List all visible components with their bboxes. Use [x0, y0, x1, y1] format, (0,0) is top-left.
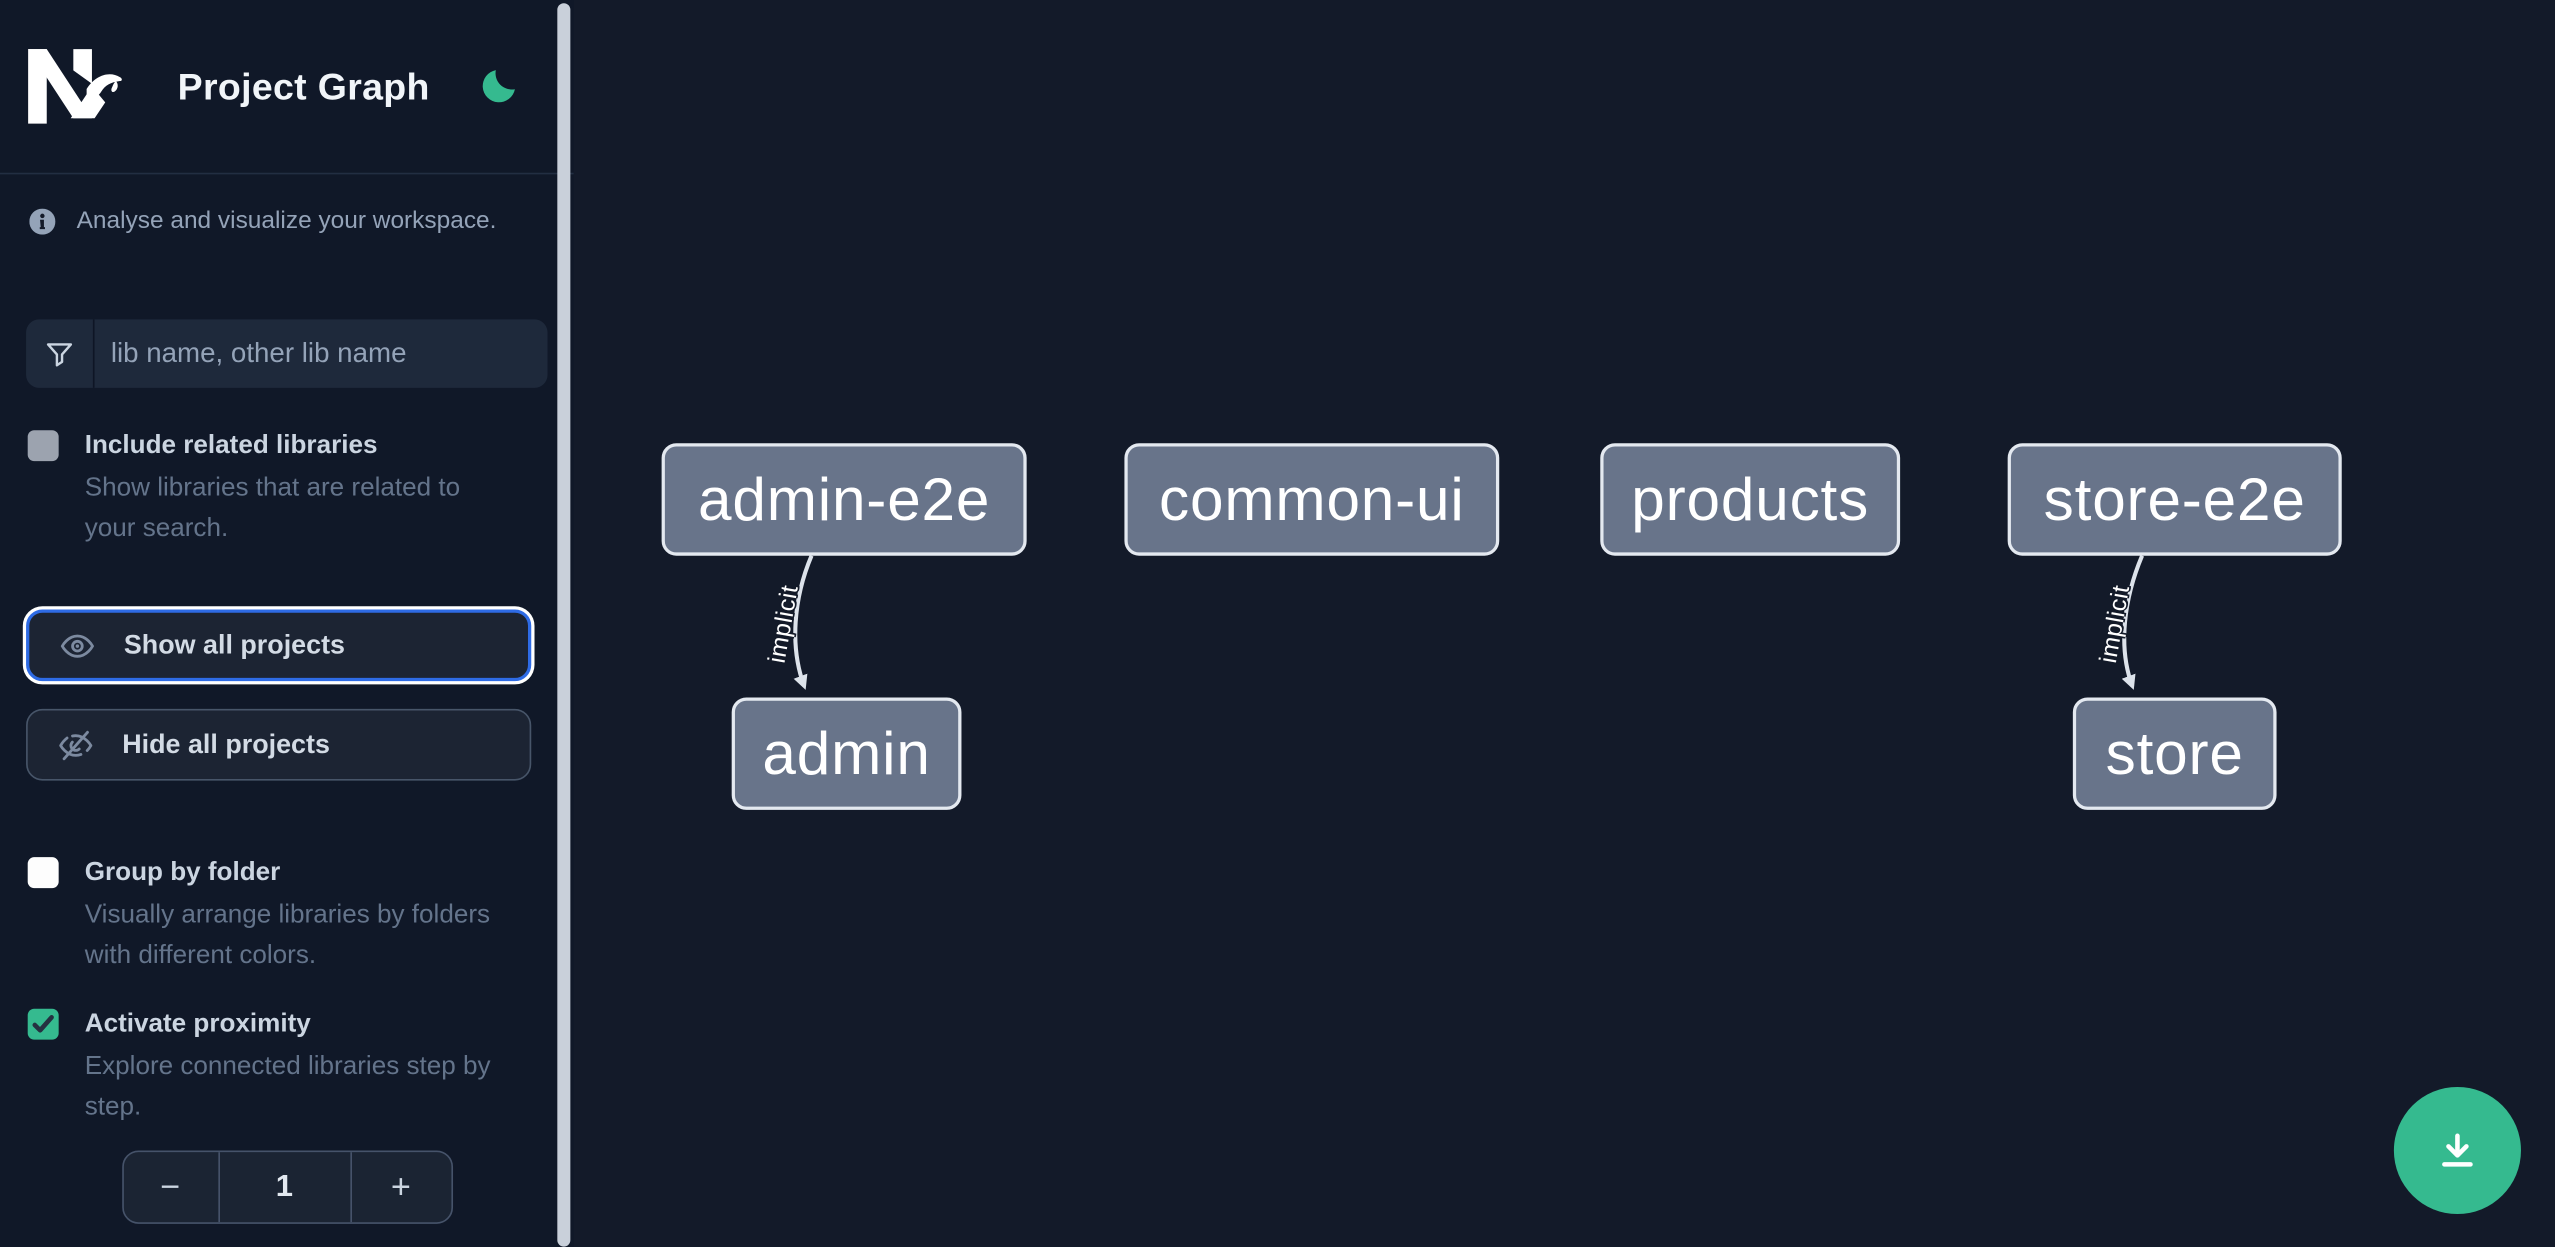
- theme-toggle-button[interactable]: [474, 62, 523, 111]
- proximity-stepper: − 1 +: [121, 1150, 453, 1224]
- stepper-value: 1: [217, 1152, 352, 1223]
- sidebar-scrollbar-thumb[interactable]: [557, 3, 571, 1247]
- group-by-folder-description: Visually arrange libraries by folders wi…: [84, 901, 491, 969]
- hide-all-projects-label: Hide all projects: [122, 729, 330, 759]
- option-include-related-libraries: Include related libraries Show libraries…: [27, 429, 548, 550]
- include-related-checkbox[interactable]: [27, 430, 59, 462]
- sidebar: Project Graph Analyse and visualize your…: [0, 0, 574, 1247]
- include-related-label: Include related libraries: [84, 431, 378, 460]
- info-icon: [29, 207, 56, 234]
- include-related-description: Show libraries that are related to your …: [84, 474, 461, 542]
- graph-node-common-ui[interactable]: common-ui: [1124, 443, 1500, 556]
- graph-canvas[interactable]: admin-e2e common-ui products store-e2e admin…: [573, 0, 2555, 1247]
- graph-node-store-e2e[interactable]: store-e2e: [2007, 443, 2342, 556]
- graph-node-admin[interactable]: admin: [731, 697, 962, 810]
- page-title: Project Graph: [177, 64, 430, 107]
- graph-node-store[interactable]: store: [2072, 697, 2277, 810]
- graph-node-products[interactable]: products: [1600, 443, 1901, 556]
- tagline-text: Analyse and visualize your workspace.: [76, 206, 497, 235]
- activate-proximity-checkbox[interactable]: [27, 1008, 59, 1040]
- stepper-increment-button[interactable]: +: [390, 1167, 411, 1206]
- filter-funnel-icon: [26, 319, 95, 388]
- eye-off-icon: [47, 726, 102, 763]
- show-all-projects-button[interactable]: Show all projects: [26, 609, 532, 682]
- show-all-projects-label: Show all projects: [123, 629, 345, 660]
- checkmark-icon: [32, 1015, 54, 1033]
- edges-layer: [793, 554, 2144, 690]
- sidebar-header: Project Graph: [0, 0, 574, 175]
- activate-proximity-label: Activate proximity: [84, 1010, 311, 1039]
- option-activate-proximity: Activate proximity Explore connected lib…: [27, 1007, 548, 1128]
- hide-all-projects-button[interactable]: Hide all projects: [26, 708, 532, 781]
- edge-label-admin-e2e-to-admin: implicit: [763, 583, 805, 666]
- search-input[interactable]: [94, 319, 548, 388]
- download-icon: [2442, 1133, 2473, 1167]
- group-by-folder-label: Group by folder: [84, 858, 281, 887]
- download-graph-button[interactable]: [2393, 1086, 2521, 1215]
- eye-icon: [49, 627, 104, 664]
- tagline-row: Analyse and visualize your workspace.: [29, 207, 547, 235]
- group-by-folder-checkbox[interactable]: [27, 857, 59, 889]
- search-box: [26, 319, 548, 388]
- nx-logo-icon: [28, 49, 122, 124]
- option-group-by-folder: Group by folder Visually arrange librari…: [27, 856, 548, 977]
- activate-proximity-description: Explore connected libraries step by step…: [84, 1052, 491, 1121]
- moon-icon: [482, 70, 515, 103]
- graph-node-admin-e2e[interactable]: admin-e2e: [661, 443, 1027, 556]
- stepper-decrement-button[interactable]: −: [160, 1167, 181, 1206]
- edge-label-store-e2e-to-store: implicit: [2093, 583, 2135, 666]
